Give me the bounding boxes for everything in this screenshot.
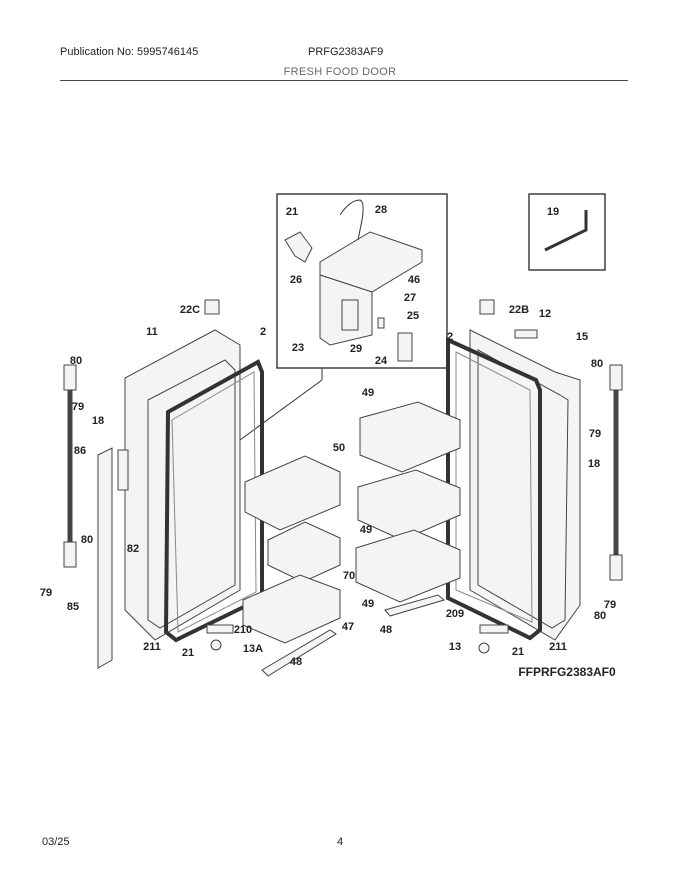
- part-callout: 19: [547, 206, 559, 218]
- part-callout: 15: [576, 331, 588, 343]
- part-callout: 79: [604, 599, 616, 611]
- part-callout: 11: [146, 326, 158, 338]
- part-callout: 26: [290, 274, 302, 286]
- part-callout: 79: [589, 428, 601, 440]
- part-callout: 23: [292, 342, 304, 354]
- part-callout: 79: [40, 587, 52, 599]
- footer-date: 03/25: [42, 836, 70, 848]
- part-callout: 47: [342, 621, 354, 633]
- part-callout: 210: [234, 624, 252, 636]
- part-callout: 80: [81, 534, 93, 546]
- part-callout: 86: [74, 445, 86, 457]
- part-callout: 13A: [243, 643, 263, 655]
- right-door: [446, 329, 581, 641]
- part-callout: 80: [594, 610, 606, 622]
- left-door: [117, 329, 264, 643]
- part-callout: 18: [92, 415, 104, 427]
- part-callout: 85: [67, 601, 79, 613]
- part-callout: 82: [127, 543, 139, 555]
- ice-dispenser-inset: [276, 193, 448, 369]
- part-callout: 50: [333, 442, 345, 454]
- door-bins: [204, 299, 538, 677]
- part-callout: 209: [446, 608, 464, 620]
- part-callout: 24: [375, 355, 388, 367]
- part-callout: 18: [588, 458, 600, 470]
- part-callout: 211: [549, 641, 567, 653]
- tool-inset: [528, 193, 606, 271]
- part-callout: 22B: [509, 304, 529, 316]
- part-callout: 29: [350, 343, 362, 355]
- part-callout: 70: [343, 570, 355, 582]
- part-callout: 12: [539, 308, 551, 320]
- part-callout: 211: [143, 641, 161, 653]
- part-callout: 80: [70, 355, 82, 367]
- part-callout: 2: [260, 326, 266, 338]
- part-callout: 25: [407, 310, 419, 322]
- part-callout: 27: [404, 292, 416, 304]
- part-callout: 49: [362, 598, 374, 610]
- model-number: PRFG2383AF9: [308, 46, 384, 58]
- left-handle: [63, 364, 113, 669]
- part-callout: 22C: [180, 304, 200, 316]
- publication-number: Publication No: 5995746145: [60, 46, 199, 58]
- part-callout: 49: [360, 524, 372, 536]
- part-callout: 48: [290, 656, 302, 668]
- part-callout: 46: [408, 274, 420, 286]
- hex-key: [544, 210, 588, 252]
- section-title: FRESH FOOD DOOR: [283, 66, 397, 78]
- part-callout: 80: [591, 358, 603, 370]
- page-number: 4: [337, 836, 344, 848]
- part-callout: 2: [447, 331, 453, 343]
- part-callout: 21: [182, 647, 194, 659]
- part-callout: 49: [362, 387, 374, 399]
- part-callout: 48: [380, 624, 392, 636]
- part-callout: 21: [512, 646, 524, 658]
- part-callout: 21: [286, 206, 298, 218]
- part-callout: 13: [449, 641, 461, 653]
- right-handle: [609, 364, 623, 581]
- part-callout: 28: [375, 204, 387, 216]
- diagram-code: FFPRFG2383AF0: [518, 665, 616, 679]
- header-divider: [60, 80, 628, 81]
- dispenser-housing: [284, 199, 423, 362]
- part-callout: 79: [72, 401, 84, 413]
